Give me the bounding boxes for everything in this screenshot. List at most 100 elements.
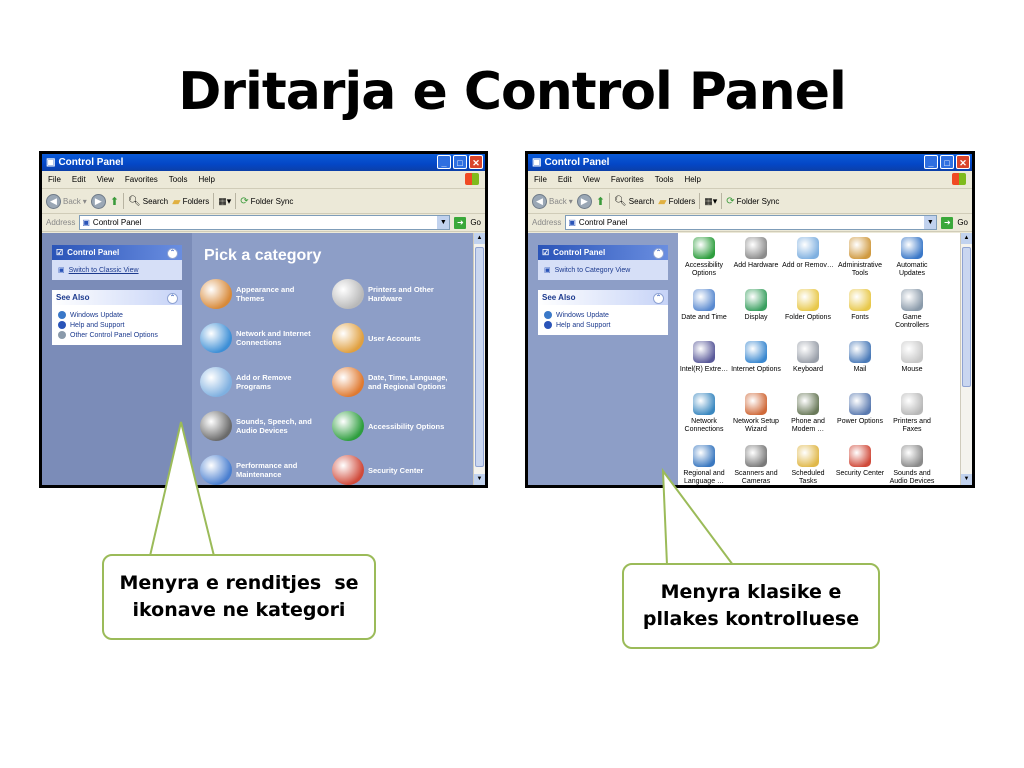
menu-edit[interactable]: Edit <box>557 175 572 184</box>
collapse-icon[interactable]: ⌃ <box>653 293 664 304</box>
scrollbar[interactable]: ▲ ▼ <box>960 233 972 485</box>
scroll-down-icon[interactable]: ▼ <box>961 474 972 485</box>
control-panel-item[interactable]: Regional and Language … <box>678 445 730 485</box>
control-panel-item[interactable]: Internet Options <box>730 341 782 393</box>
control-panel-item[interactable]: Scanners and Cameras <box>730 445 782 485</box>
control-panel-item[interactable]: Accessibility Options <box>678 237 730 289</box>
folder-sync-button[interactable]: ⟳Folder Sync <box>240 195 294 207</box>
search-button[interactable]: 🔍︎Search <box>614 195 655 207</box>
views-button[interactable]: ▦▾ <box>704 195 718 206</box>
scroll-down-icon[interactable]: ▼ <box>474 474 485 485</box>
menu-view[interactable]: View <box>96 175 114 184</box>
folders-button[interactable]: ▰Folders <box>658 195 696 208</box>
control-panel-item[interactable]: Network Connections <box>678 393 730 445</box>
control-panel-item[interactable]: Intel(R) Extre… <box>678 341 730 393</box>
back-button[interactable]: ◀Back▾ <box>532 193 573 209</box>
menu-tools[interactable]: Tools <box>168 175 188 184</box>
control-panel-item[interactable]: Power Options <box>834 393 886 445</box>
switch-view-link[interactable]: ▣ Switch to Category View <box>544 266 631 275</box>
category-calendar[interactable]: Date, Time, Language, and Regional Optio… <box>332 367 454 397</box>
menu-favorites[interactable]: Favorites <box>610 175 644 184</box>
maximize-button[interactable]: □ <box>940 155 954 169</box>
scroll-up-icon[interactable]: ▲ <box>474 233 485 244</box>
back-button[interactable]: ◀Back▾ <box>46 193 87 209</box>
control-panel-item[interactable]: Automatic Updates <box>886 237 938 289</box>
control-panel-item[interactable]: Date and Time <box>678 289 730 341</box>
menu-help[interactable]: Help <box>198 175 215 184</box>
go-button[interactable]: Go <box>470 218 481 227</box>
go-arrow-icon[interactable]: ➜ <box>454 216 467 229</box>
go-arrow-icon[interactable]: ➜ <box>941 216 954 229</box>
close-button[interactable]: ✕ <box>469 155 483 169</box>
scroll-thumb[interactable] <box>475 247 484 467</box>
scroll-thumb[interactable] <box>962 247 971 387</box>
menu-help[interactable]: Help <box>684 175 701 184</box>
control-panel-item[interactable]: Mail <box>834 341 886 393</box>
windows-update-link[interactable]: Windows Update <box>544 311 662 319</box>
category-users[interactable]: User Accounts <box>332 323 454 353</box>
category-accessibility[interactable]: Accessibility Options <box>332 411 454 441</box>
forward-button[interactable]: ▶ <box>90 193 106 209</box>
address-input[interactable]: ▣ Control Panel ▼ <box>565 215 938 230</box>
control-panel-item[interactable]: Sounds and Audio Devices <box>886 445 938 485</box>
task-box-header[interactable]: ☑ Control Panel ⌃ <box>538 245 668 260</box>
category-appearance[interactable]: Appearance and Themes <box>200 279 322 309</box>
minimize-button[interactable]: _ <box>437 155 451 169</box>
scrollbar[interactable]: ▲ ▼ <box>473 233 485 485</box>
address-dropdown-icon[interactable]: ▼ <box>924 216 937 229</box>
scroll-up-icon[interactable]: ▲ <box>961 233 972 244</box>
address-dropdown-icon[interactable]: ▼ <box>437 216 450 229</box>
control-panel-item[interactable]: Display <box>730 289 782 341</box>
up-folder-icon[interactable]: ⬆ <box>595 195 606 208</box>
menu-view[interactable]: View <box>582 175 600 184</box>
task-box-header[interactable]: ☑ Control Panel ⌃ <box>52 245 182 260</box>
title-bar[interactable]: ▣ Control Panel _ □ ✕ <box>528 154 972 171</box>
control-panel-item[interactable]: Printers and Faxes <box>886 393 938 445</box>
control-panel-item[interactable]: Phone and Modem … <box>782 393 834 445</box>
collapse-icon[interactable]: ⌃ <box>653 248 664 259</box>
control-panel-item[interactable]: Add Hardware <box>730 237 782 289</box>
other-options-link[interactable]: Other Control Panel Options <box>58 331 176 339</box>
menu-file[interactable]: File <box>48 175 61 184</box>
menu-file[interactable]: File <box>534 175 547 184</box>
category-performance[interactable]: Performance and Maintenance <box>200 455 322 485</box>
minimize-button[interactable]: _ <box>924 155 938 169</box>
menu-favorites[interactable]: Favorites <box>124 175 158 184</box>
control-panel-item[interactable]: Mouse <box>886 341 938 393</box>
forward-button[interactable]: ▶ <box>576 193 592 209</box>
up-folder-icon[interactable]: ⬆ <box>109 195 120 208</box>
control-panel-item[interactable]: Scheduled Tasks <box>782 445 834 485</box>
help-support-link[interactable]: Help and Support <box>58 321 176 329</box>
address-input[interactable]: ▣ Control Panel ▼ <box>79 215 451 230</box>
category-shield[interactable]: Security Center <box>332 455 454 485</box>
category-printer[interactable]: Printers and Other Hardware <box>332 279 454 309</box>
task-box-header[interactable]: See Also ⌃ <box>538 290 668 305</box>
search-button[interactable]: 🔍︎Search <box>128 195 169 207</box>
collapse-icon[interactable]: ⌃ <box>167 293 178 304</box>
category-programs[interactable]: Add or Remove Programs <box>200 367 322 397</box>
help-support-link[interactable]: Help and Support <box>544 321 662 329</box>
menu-tools[interactable]: Tools <box>654 175 674 184</box>
control-panel-item[interactable]: Keyboard <box>782 341 834 393</box>
control-panel-item[interactable]: Network Setup Wizard <box>730 393 782 445</box>
maximize-button[interactable]: □ <box>453 155 467 169</box>
control-panel-item[interactable]: Add or Remov… <box>782 237 834 289</box>
control-panel-item[interactable]: Administrative Tools <box>834 237 886 289</box>
switch-view-link[interactable]: ▣ Switch to Classic View <box>58 266 139 275</box>
views-button[interactable]: ▦▾ <box>218 195 232 206</box>
control-panel-item[interactable]: Folder Options <box>782 289 834 341</box>
menu-edit[interactable]: Edit <box>71 175 86 184</box>
collapse-icon[interactable]: ⌃ <box>167 248 178 259</box>
folders-button[interactable]: ▰Folders <box>172 195 210 208</box>
task-box-header[interactable]: See Also ⌃ <box>52 290 182 305</box>
close-button[interactable]: ✕ <box>956 155 970 169</box>
category-network[interactable]: Network and Internet Connections <box>200 323 322 353</box>
title-bar[interactable]: ▣ Control Panel _ □ ✕ <box>42 154 485 171</box>
go-button[interactable]: Go <box>957 218 968 227</box>
windows-update-link[interactable]: Windows Update <box>58 311 176 319</box>
control-panel-item[interactable]: Game Controllers <box>886 289 938 341</box>
category-sound[interactable]: Sounds, Speech, and Audio Devices <box>200 411 322 441</box>
folder-sync-button[interactable]: ⟳Folder Sync <box>726 195 780 207</box>
control-panel-item[interactable]: Security Center <box>834 445 886 485</box>
control-panel-item[interactable]: Fonts <box>834 289 886 341</box>
